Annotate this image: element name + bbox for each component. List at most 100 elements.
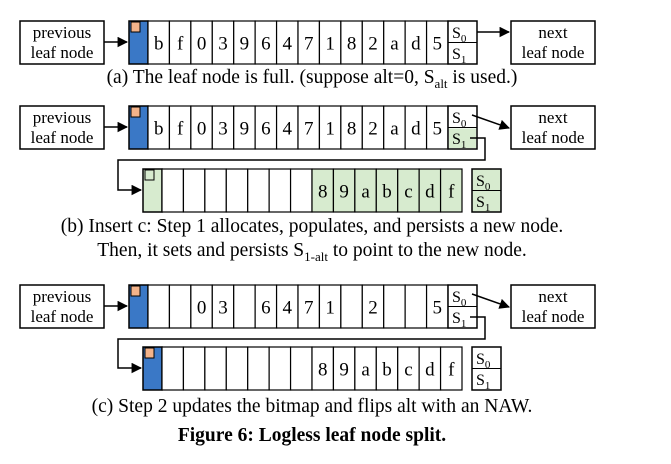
- next-leaf-node-box: [510, 284, 596, 329]
- bitmap-square: [144, 169, 155, 181]
- key-value: d: [411, 34, 421, 55]
- figure-caption: Figure 6: Logless leaf node split.: [178, 425, 446, 446]
- key-cell: [404, 284, 428, 329]
- key-value: 9: [240, 119, 250, 140]
- s1-label: S1: [476, 372, 490, 392]
- next-label: next: [538, 108, 568, 127]
- next-label: next: [538, 23, 568, 42]
- previous-label: previous: [33, 287, 92, 306]
- previous-leaf-node-box: [19, 105, 105, 150]
- key-value: f: [177, 34, 184, 55]
- key-value: 4: [283, 34, 293, 55]
- key-value: 1: [325, 298, 335, 319]
- key-value: d: [425, 182, 435, 203]
- key-value: 9: [339, 182, 349, 203]
- key-cell: [168, 284, 192, 329]
- s1-label: S1: [452, 46, 466, 66]
- next-leaf-node-box: [510, 105, 596, 150]
- key-cell: [161, 168, 185, 213]
- key-value: 2: [368, 34, 378, 55]
- caption-c: (c) Step 2 updates the bitmap and flips …: [92, 396, 533, 417]
- key-value: a: [390, 119, 399, 140]
- next-label: next: [538, 287, 568, 306]
- key-value: 9: [240, 34, 250, 55]
- key-cell: [289, 346, 313, 391]
- s1-label: S1: [452, 131, 466, 151]
- leaf-node-label: leaf node: [31, 307, 94, 326]
- key-value: 7: [304, 119, 314, 140]
- key-cell: [225, 168, 249, 213]
- next-leaf-node-box: [510, 20, 596, 65]
- bitmap-square: [130, 21, 141, 33]
- key-cell: [340, 284, 363, 329]
- key-value: 8: [318, 182, 328, 203]
- key-cell: [268, 168, 292, 213]
- key-value: c: [404, 360, 412, 381]
- leaf-node-label: leaf node: [522, 43, 585, 62]
- leaf-node-label: leaf node: [31, 128, 94, 147]
- previous-label: previous: [33, 23, 92, 42]
- key-value: 5: [433, 34, 443, 55]
- key-cell: [204, 346, 227, 391]
- key-value: b: [382, 182, 392, 203]
- key-value: b: [382, 360, 392, 381]
- key-value: 0: [197, 34, 207, 55]
- s0-label: S0: [452, 110, 467, 130]
- key-cell: [204, 168, 227, 213]
- key-cell: [247, 346, 270, 391]
- key-value: f: [448, 182, 455, 203]
- s0-label: S0: [476, 351, 491, 371]
- key-cell: [247, 168, 270, 213]
- key-value: d: [425, 360, 435, 381]
- key-value: 6: [261, 119, 271, 140]
- bitmap-square: [130, 285, 141, 297]
- key-value: a: [361, 360, 370, 381]
- key-cell: [225, 346, 249, 391]
- key-value: b: [154, 119, 164, 140]
- key-cell: [233, 284, 256, 329]
- caption-b-line2: Then, it sets and persists S1-alt to poi…: [97, 240, 527, 264]
- key-value: 7: [304, 34, 314, 55]
- caption-a: (a) The leaf node is full. (suppose alt=…: [107, 67, 518, 91]
- key-value: 4: [283, 298, 293, 319]
- key-value: 3: [218, 34, 228, 55]
- s0-label: S0: [476, 173, 491, 193]
- key-value: 7: [304, 298, 314, 319]
- key-value: 8: [347, 34, 357, 55]
- previous-leaf-node-box: [19, 20, 105, 65]
- key-value: 6: [261, 298, 271, 319]
- key-cell: [147, 284, 171, 329]
- leaf-node-label: leaf node: [31, 43, 94, 62]
- caption-b-line1: (b) Insert c: Step 1 allocates, populate…: [61, 216, 564, 237]
- key-cell: [182, 168, 206, 213]
- s0-next-arrow: [471, 293, 510, 309]
- previous-label: previous: [33, 108, 92, 127]
- leaf-node-label: leaf node: [522, 128, 585, 147]
- key-value: 6: [261, 34, 271, 55]
- key-value: a: [361, 182, 370, 203]
- key-value: f: [177, 119, 184, 140]
- key-cell: [439, 346, 463, 391]
- key-value: a: [390, 34, 399, 55]
- s1-new-node-arrow: [117, 316, 486, 374]
- s0-label: S0: [452, 289, 467, 309]
- key-value: 8: [318, 360, 328, 381]
- key-cell: [289, 168, 313, 213]
- key-value: 1: [325, 119, 335, 140]
- key-value: 0: [197, 119, 207, 140]
- bitmap-square: [144, 347, 155, 359]
- key-value: b: [154, 34, 164, 55]
- key-value: 0: [197, 298, 207, 319]
- s1-new-node-arrow: [117, 137, 486, 196]
- key-value: 3: [218, 298, 228, 319]
